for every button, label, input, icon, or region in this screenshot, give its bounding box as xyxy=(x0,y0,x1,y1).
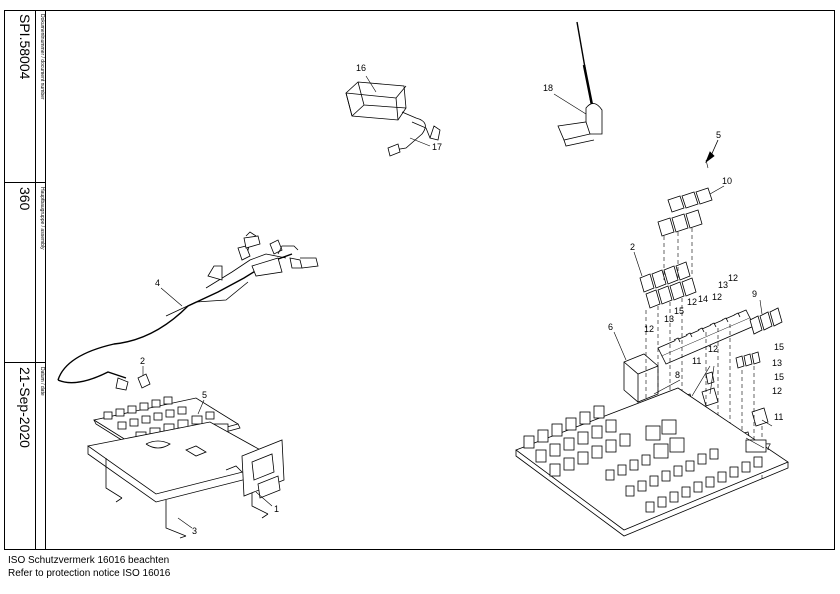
relays-10 xyxy=(657,187,713,237)
housing-6 xyxy=(623,353,659,403)
callout-15-right: 15 xyxy=(774,342,784,352)
callout-5-left: 5 xyxy=(202,390,207,400)
control-unit-16 xyxy=(345,81,441,157)
title-block: SPI.58004 Dokumentnummer / document numb… xyxy=(4,10,46,550)
callout-9: 9 xyxy=(752,289,757,299)
fuse-block-9 xyxy=(749,307,783,335)
callout-10: 10 xyxy=(722,176,732,186)
callout-4: 4 xyxy=(155,278,160,288)
document-number: SPI.58004 xyxy=(17,14,33,80)
exploded-parts-drawing: 16 17 18 4 2 5 3 1 5 10 2 9 6 8 11 11 7 … xyxy=(57,21,789,539)
callout-5-right: 5 xyxy=(716,130,721,140)
callout-7: 7 xyxy=(766,442,771,452)
callout-13-left: 13 xyxy=(664,314,674,324)
protection-notice-en: Refer to protection notice ISO 16016 xyxy=(8,568,171,579)
antenna-18 xyxy=(557,21,603,147)
date-value: 21-Sep-2020 xyxy=(17,367,33,448)
leader-lines xyxy=(142,75,773,529)
callout-12-right: 12 xyxy=(772,386,782,396)
callout-17: 17 xyxy=(432,142,442,152)
protection-notice-de: ISO Schutzvermerk 16016 beachten xyxy=(8,555,170,566)
assembly-number: 360 xyxy=(17,187,33,211)
assembly-cell: 360 Hauptbaugruppe / assembly xyxy=(4,183,46,363)
arrow-5-right xyxy=(705,139,719,164)
callout-1: 1 xyxy=(274,504,279,514)
relays-2-right xyxy=(639,261,697,309)
callout-3: 3 xyxy=(192,526,197,536)
fuse-strip xyxy=(657,309,755,365)
callout-12-mid: 12 xyxy=(712,292,722,302)
callout-12-left: 12 xyxy=(644,324,654,334)
fuse-2-left xyxy=(137,373,151,389)
document-number-cell: SPI.58004 Dokumentnummer / document numb… xyxy=(4,10,46,183)
callout-2-left: 2 xyxy=(140,356,145,366)
callout-12-small: 12 xyxy=(708,344,718,354)
callout-labels: 16 17 18 4 2 5 3 1 5 10 2 9 6 8 11 11 7 … xyxy=(140,63,784,536)
assembly-label: Hauptbaugruppe / assembly xyxy=(39,187,45,250)
callout-13-top: 13 xyxy=(718,280,728,290)
callout-12-top-left: 12 xyxy=(687,297,697,307)
callout-13-right: 13 xyxy=(772,358,782,368)
callout-11-right: 11 xyxy=(774,412,783,422)
callout-11-left: 11 xyxy=(692,356,701,366)
callout-12-top-right: 12 xyxy=(728,273,738,283)
date-label: Datum / date xyxy=(39,367,45,396)
callout-8: 8 xyxy=(675,370,680,380)
cable-harness-4 xyxy=(57,231,319,391)
callout-2-right: 2 xyxy=(630,242,635,252)
date-cell: 21-Sep-2020 Datum / date xyxy=(4,363,46,550)
drawing-frame xyxy=(4,10,835,550)
mini-fuses-right xyxy=(705,351,761,385)
callout-16: 16 xyxy=(356,63,366,73)
callout-18: 18 xyxy=(543,83,553,93)
document-number-label: Dokumentnummer / document number xyxy=(39,14,45,100)
callout-15-top: 15 xyxy=(674,306,684,316)
callout-6: 6 xyxy=(608,322,613,332)
callout-15-lower: 15 xyxy=(774,372,784,382)
mounting-plate-1 xyxy=(241,439,285,499)
callout-14: 14 xyxy=(698,294,708,304)
circuit-board-5-right xyxy=(515,387,789,537)
